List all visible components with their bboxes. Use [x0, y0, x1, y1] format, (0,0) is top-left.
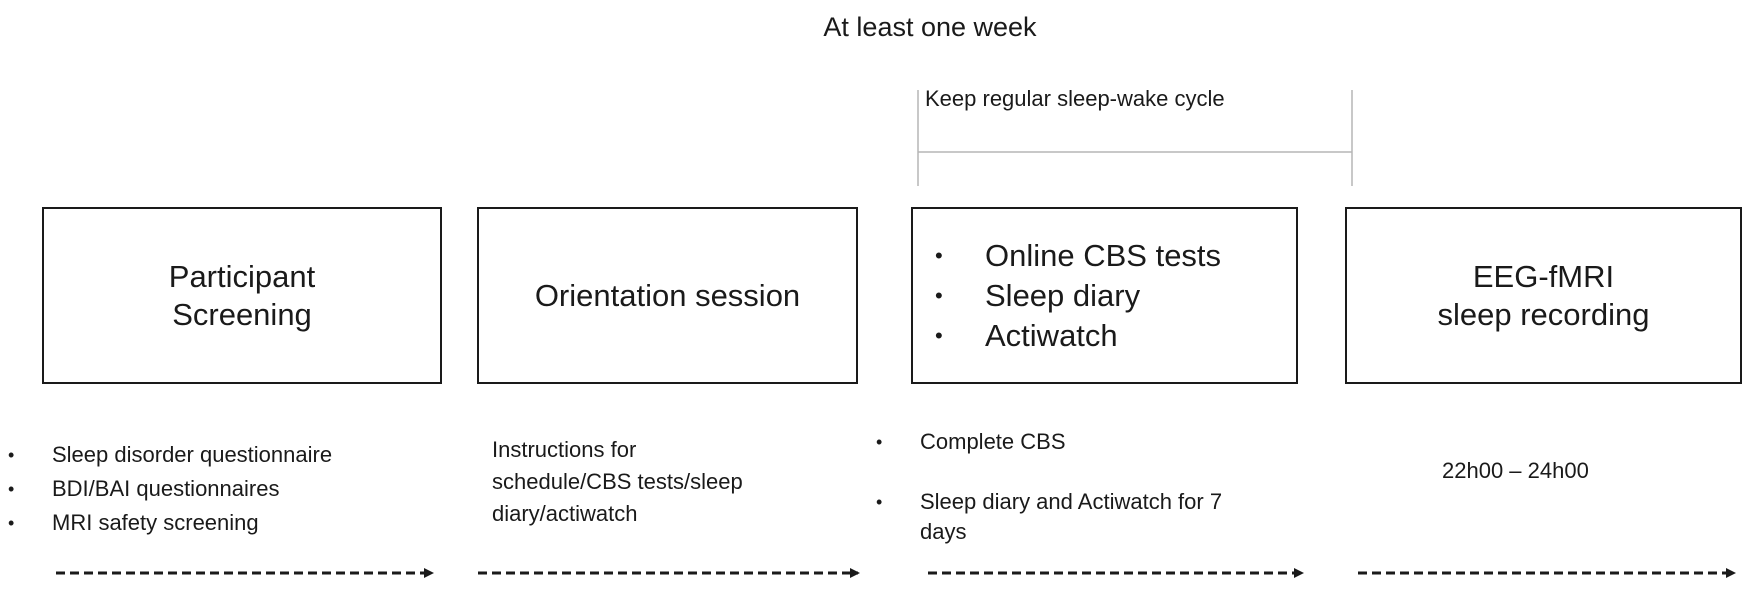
- detail-line: Instructions for: [492, 437, 637, 462]
- box-orientation-session: Orientation session: [477, 207, 858, 384]
- list-item: Online CBS tests: [935, 236, 1221, 276]
- box-line: EEG-fMRI: [1472, 258, 1615, 294]
- cbs-details: Complete CBS Sleep diary and Actiwatch f…: [876, 427, 1316, 547]
- orientation-details: Instructions for schedule/CBS tests/slee…: [492, 434, 832, 530]
- box-line: Orientation session: [534, 277, 801, 313]
- list-item: Sleep diary and Actiwatch for 7 days: [876, 487, 1316, 547]
- recording-time: 22h00 – 24h00: [1442, 458, 1589, 483]
- list-item: Complete CBS: [876, 427, 1316, 457]
- list-item: MRI safety screening: [8, 506, 428, 540]
- box-line: Participant: [168, 258, 316, 294]
- box-cbs-tests: Online CBS tests Sleep diary Actiwatch: [911, 207, 1298, 384]
- detail-line: diary/actiwatch: [492, 501, 638, 526]
- list-item: Sleep diary: [935, 276, 1221, 316]
- box-line: Screening: [172, 296, 312, 332]
- list-item: Actiwatch: [935, 316, 1221, 356]
- box-line: sleep recording: [1437, 296, 1650, 332]
- duration-label: At least one week: [823, 12, 1037, 42]
- list-item: BDI/BAI questionnaires: [8, 472, 428, 506]
- bracket-label: Keep regular sleep-wake cycle: [925, 86, 1225, 111]
- box-eeg-fmri-recording: EEG-fMRI sleep recording: [1345, 207, 1742, 384]
- screening-details: Sleep disorder questionnaire BDI/BAI que…: [8, 438, 428, 540]
- list-item: Sleep disorder questionnaire: [8, 438, 428, 472]
- box-participant-screening: Participant Screening: [42, 207, 442, 384]
- detail-line: days: [920, 519, 967, 544]
- detail-line: schedule/CBS tests/sleep: [492, 469, 743, 494]
- detail-line: Sleep diary and Actiwatch for 7: [920, 489, 1223, 514]
